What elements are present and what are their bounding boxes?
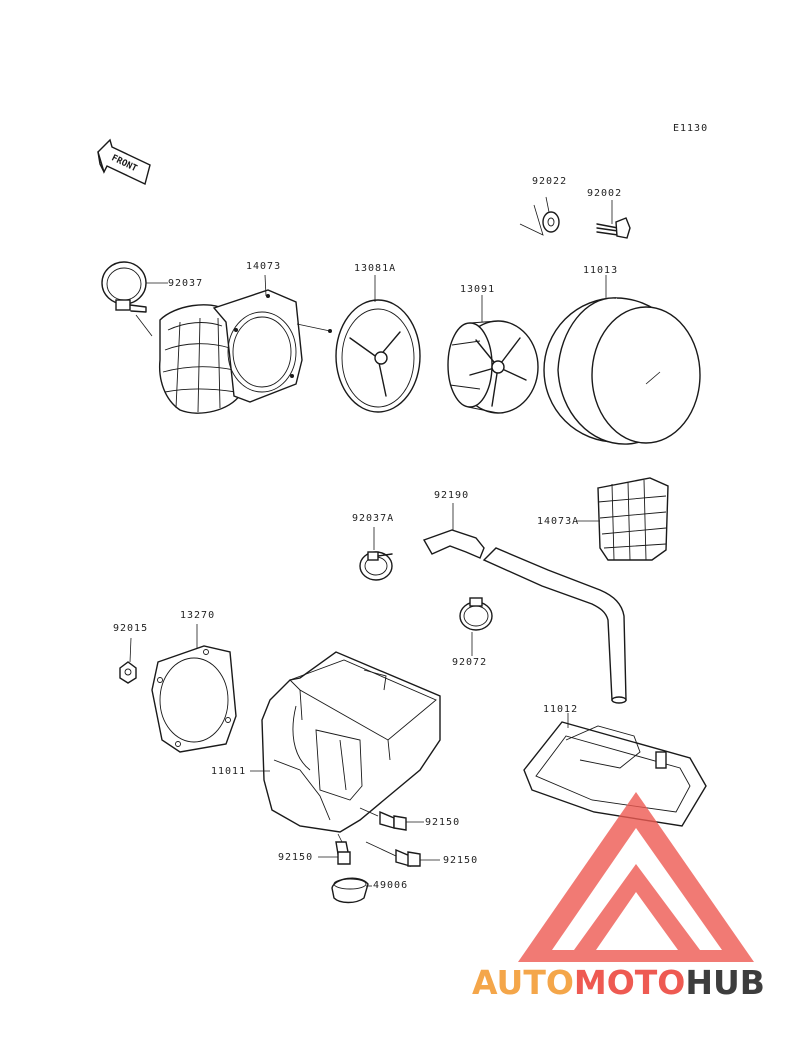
clamp-92072 <box>459 597 493 656</box>
brand-auto: AUTO <box>472 963 574 1002</box>
part-number-label: 92022 <box>532 176 568 187</box>
part-number-label: 92002 <box>587 188 623 199</box>
wing-bolt-92002 <box>596 200 631 239</box>
part-number-label: 92072 <box>452 657 488 668</box>
nut-92015 <box>119 637 137 684</box>
elbow-hose-92190 <box>422 503 485 559</box>
part-number-label: 11011 <box>211 766 247 777</box>
cap-49006 <box>331 877 372 904</box>
gasket-13270 <box>151 624 237 753</box>
brand-moto: MOTO <box>573 963 686 1002</box>
part-number-label: 11013 <box>583 265 619 276</box>
pre-filter-14073A <box>576 477 669 561</box>
part-number-label: 92150 <box>443 855 479 866</box>
part-number-label: 13091 <box>460 284 496 295</box>
clamp-92037 <box>101 261 168 337</box>
bolt-92150-a <box>359 807 424 831</box>
watermark-logo-icon <box>518 792 754 962</box>
part-number-label: 92150 <box>425 817 461 828</box>
front-arrow-icon: FRONT <box>97 138 151 185</box>
part-number-label: 92015 <box>113 623 149 634</box>
part-number-label: 14073 <box>246 261 282 272</box>
brand-hub: HUB <box>685 963 765 1002</box>
part-number-label: 49006 <box>373 880 409 891</box>
part-number-label: 11012 <box>543 704 579 715</box>
part-number-label: 14073A <box>537 516 580 527</box>
lower-cover-11012 <box>523 713 707 827</box>
bolt-92150-b <box>318 833 351 865</box>
part-number-label: 92037 <box>168 278 204 289</box>
element-cover-13081A <box>328 275 421 413</box>
breather-tube <box>482 547 627 704</box>
filter-cage-13091 <box>447 295 539 414</box>
clamp-92037A <box>359 527 393 581</box>
part-number-label: 92190 <box>434 490 470 501</box>
air-box-11011 <box>250 651 441 833</box>
diagram-code: E1130 <box>673 123 709 134</box>
part-number-label: 13081A <box>354 263 397 274</box>
bolt-92150-c <box>365 841 440 867</box>
intake-duct-14073 <box>158 274 331 414</box>
air-filter-element-11013 <box>543 275 701 445</box>
part-number-label: 92037A <box>352 513 395 524</box>
washer-92022 <box>519 196 560 236</box>
part-number-label: 13270 <box>180 610 216 621</box>
part-number-label: 92150 <box>278 852 314 863</box>
watermark-brand: AUTOMOTOHUB <box>472 966 765 999</box>
